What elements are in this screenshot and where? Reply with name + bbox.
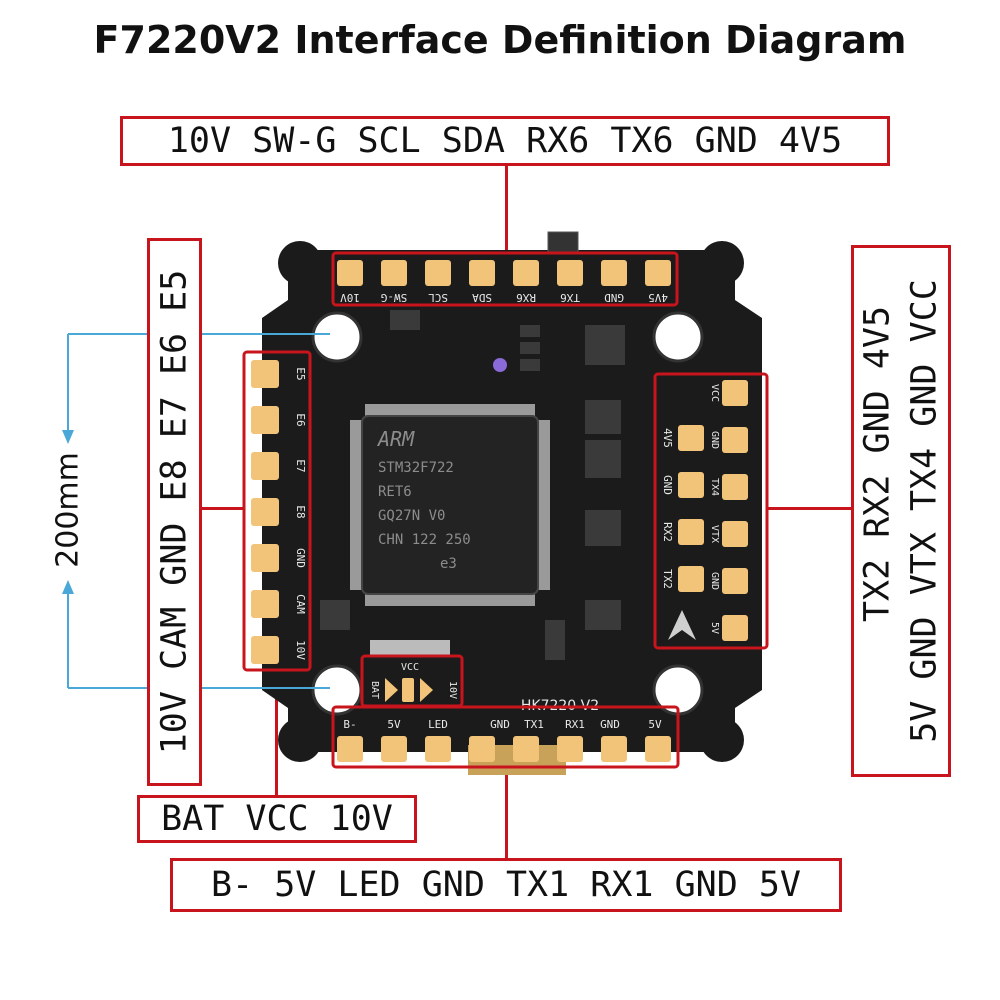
silk-bot-7: 5V <box>648 718 662 731</box>
bottom-silkscreen: B- 5V LED GND TX1 RX1 GND 5V <box>343 718 662 731</box>
silk-top-1: SW-G <box>381 291 408 304</box>
mcu-pins <box>350 404 550 606</box>
logo-arrow <box>668 610 696 640</box>
silk-top-4: RX6 <box>516 291 536 304</box>
dimension-label: 200mm <box>50 448 86 572</box>
silk-r2-0: VCC <box>709 384 720 402</box>
bat-silkscreen: BAT VCC 10V <box>369 662 458 699</box>
label-right-outer: 5V GND VTX TX4 GND VCC <box>904 279 944 743</box>
right-pads-col1 <box>678 425 704 592</box>
left-pads <box>251 360 279 664</box>
silk-top-0: 10V <box>340 291 360 304</box>
diagram-title: F7220V2 Interface Definition Diagram <box>93 18 907 62</box>
silk-r1-3: TX2 <box>661 569 674 589</box>
silk-bot-3: GND <box>490 718 510 731</box>
chip-line-2: RET6 <box>378 484 412 500</box>
silk-bot-5: RX1 <box>565 718 585 731</box>
top-silkscreen: 10V SW-G SCL SDA RX6 TX6 GND 4V5 <box>340 291 668 304</box>
silk-r1-2: RX2 <box>661 522 674 542</box>
status-led <box>493 358 507 372</box>
corner-ear-br <box>700 718 744 762</box>
label-left-box: 10V CAM GND E8 E7 E6 E5 <box>147 238 202 786</box>
silk-top-3: SDA <box>472 291 492 304</box>
connector-bat <box>275 670 278 796</box>
corner-ear-bl <box>278 718 322 762</box>
chip-line-5: e3 <box>440 556 457 572</box>
label-bottom: B- 5V LED GND TX1 RX1 GND 5V <box>170 858 842 912</box>
label-bat: BAT VCC 10V <box>137 795 417 843</box>
right-pads-col2 <box>722 380 748 641</box>
silk-r2-3: VTX <box>709 525 720 543</box>
mount-hole-tr <box>652 311 704 363</box>
corner-ear-tr <box>700 241 744 285</box>
silk-bot-0: B- <box>343 718 356 731</box>
silk-bat-0: BAT <box>369 681 380 699</box>
corner-ear-tl <box>278 241 322 285</box>
chip-marking: ARM STM32F722 RET6 GQ27N V0 CHN 122 250 … <box>376 427 471 572</box>
silk-bot-6: GND <box>600 718 620 731</box>
silk-left-5: CAM <box>294 594 307 614</box>
silk-left-2: E7 <box>294 459 307 472</box>
connector-left <box>200 507 244 510</box>
silk-top-5: TX6 <box>560 291 580 304</box>
chip-line-1: STM32F722 <box>378 460 454 476</box>
chip-line-4: CHN 122 250 <box>378 532 471 548</box>
highlight-left-pads <box>242 350 312 672</box>
silk-left-6: 10V <box>294 640 307 660</box>
silk-bot-4: TX1 <box>524 718 544 731</box>
silk-bat-1: VCC <box>401 662 419 673</box>
silk-r2-5: 5V <box>709 622 720 634</box>
chip-line-0: ARM <box>376 427 415 451</box>
top-pads <box>337 260 671 286</box>
silk-left-1: E6 <box>294 413 307 426</box>
switch <box>547 231 579 255</box>
smd-components <box>320 310 625 660</box>
mount-hole-tl <box>311 311 363 363</box>
silk-r1-0: 4V5 <box>661 428 674 448</box>
highlight-right-pads <box>653 372 769 650</box>
silk-top-6: GND <box>604 291 624 304</box>
mcu-chip <box>361 415 539 595</box>
right-silkscreen-col2: VCC GND TX4 VTX GND 5V <box>709 384 720 634</box>
silk-top-7: 4V5 <box>648 291 668 304</box>
silk-left-4: GND <box>294 548 307 568</box>
highlight-top-pads <box>331 251 679 307</box>
label-right-inner: TX2 RX2 GND 4V5 <box>857 305 897 622</box>
highlight-bottom-pads <box>331 705 680 769</box>
silk-left-0: E5 <box>294 367 307 380</box>
label-right-box: TX2 RX2 GND 4V5 5V GND VTX TX4 GND VCC <box>851 245 951 777</box>
label-left: 10V CAM GND E8 E7 E6 E5 <box>154 269 194 755</box>
silk-bat-2: 10V <box>447 681 458 699</box>
silk-bot-2: LED <box>428 718 448 731</box>
silk-left-3: E8 <box>294 505 307 518</box>
silk-bot-1: 5V <box>387 718 401 731</box>
silk-r2-2: TX4 <box>709 478 720 496</box>
left-silkscreen: E5 E6 E7 E8 GND CAM 10V <box>294 367 307 660</box>
chip-line-3: GQ27N V0 <box>378 508 445 524</box>
connector-top <box>505 162 508 254</box>
label-top: 10V SW-G SCL SDA RX6 TX6 GND 4V5 <box>120 116 890 166</box>
connector-bottom <box>505 740 508 858</box>
silk-r1-1: GND <box>661 475 674 495</box>
bat-pads <box>385 678 433 702</box>
connector-right <box>767 507 853 510</box>
right-silkscreen-col1: 4V5 GND RX2 TX2 <box>661 428 674 589</box>
silk-r2-1: GND <box>709 431 720 449</box>
silk-top-2: SCL <box>428 291 448 304</box>
bottom-pads <box>337 736 671 762</box>
silk-r2-4: GND <box>709 572 720 590</box>
